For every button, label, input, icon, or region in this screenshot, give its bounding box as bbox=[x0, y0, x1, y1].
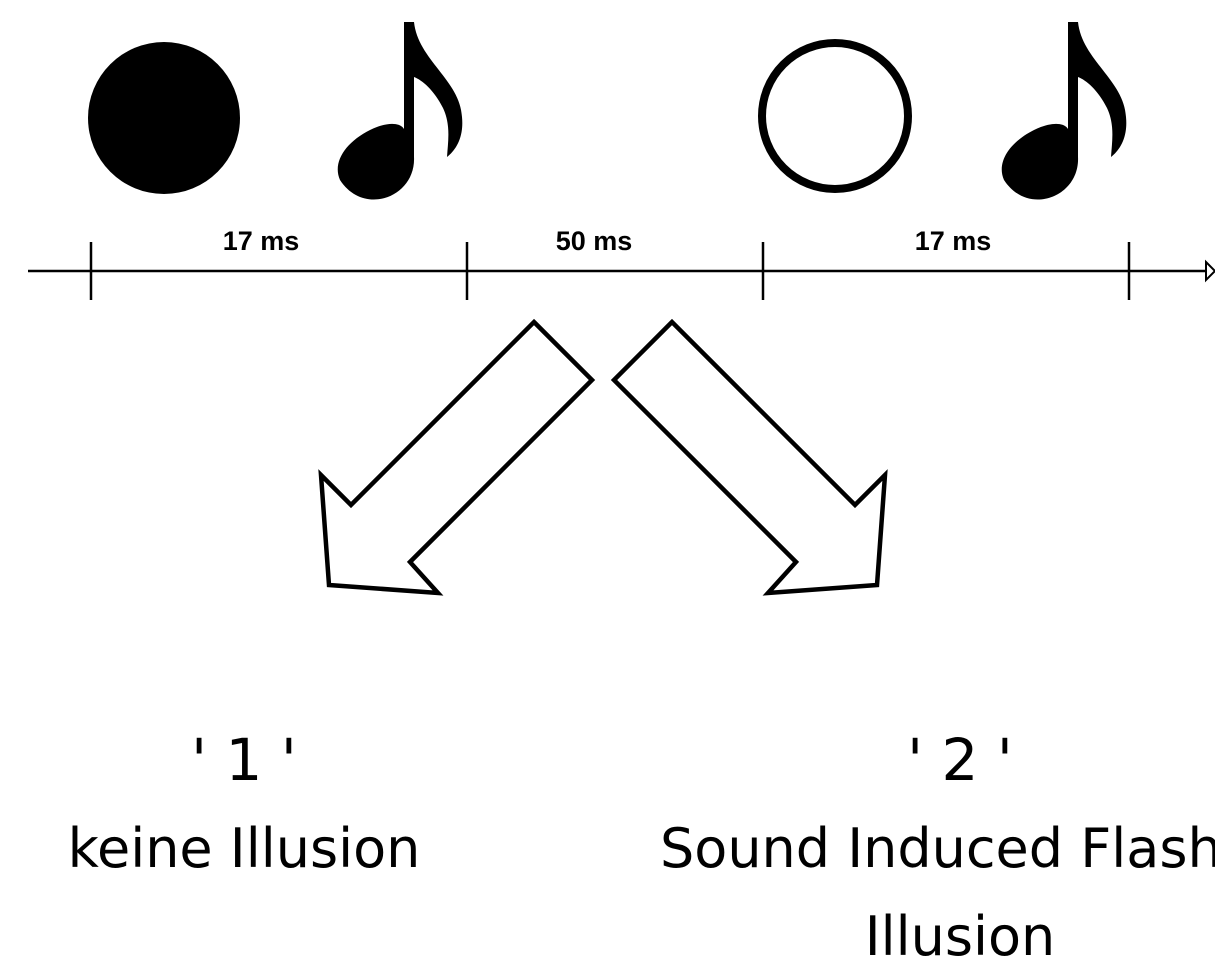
interval-label-first-flash: 17 ms bbox=[223, 226, 300, 256]
response-right: ' 2 ' bbox=[907, 726, 1013, 794]
eighth-note-icon bbox=[337, 22, 463, 200]
outcome-right-description-line1: Sound Induced Flash bbox=[660, 817, 1215, 880]
arrow-right-outcome-icon bbox=[610, 318, 888, 596]
eighth-note-icon bbox=[1001, 22, 1127, 200]
outlined-circle-icon bbox=[758, 39, 912, 193]
outcome-right-description-line2: Illusion bbox=[865, 905, 1056, 965]
interval-label-gap: 50 ms bbox=[556, 226, 633, 256]
timeline: 17 ms 50 ms 17 ms bbox=[28, 226, 1215, 300]
arrow-left-outcome-icon bbox=[318, 318, 596, 596]
outcome-left-description: keine Illusion bbox=[68, 817, 421, 880]
response-left: ' 1 ' bbox=[191, 726, 297, 794]
interval-label-second-flash: 17 ms bbox=[915, 226, 992, 256]
timeline-arrowhead bbox=[1205, 259, 1215, 283]
filled-circle-icon bbox=[88, 42, 240, 194]
